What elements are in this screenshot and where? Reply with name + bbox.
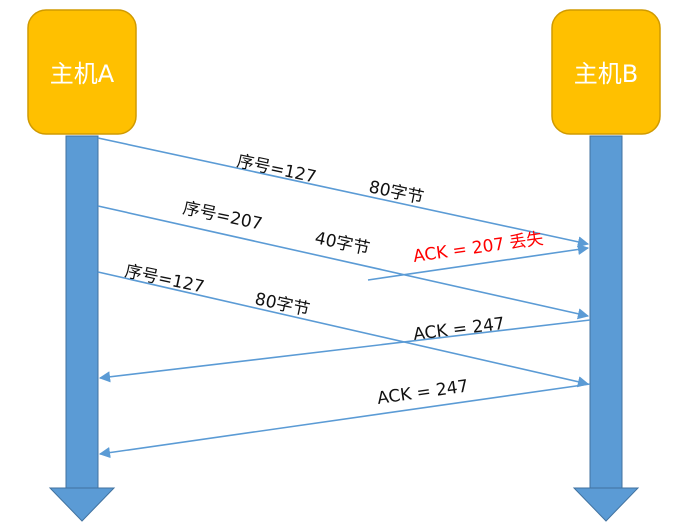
host-b-label: 主机B <box>574 60 638 88</box>
host-a-timeline <box>48 135 116 522</box>
host-b: 主机B <box>551 9 661 135</box>
segment-2-size-label: 40字节 <box>313 228 372 259</box>
segment-3-seq-label: 序号=127 <box>123 261 206 297</box>
ack-3: ACK = 247 <box>98 376 591 459</box>
host-a-timeline-shaft <box>65 135 99 489</box>
host-b-box <box>551 9 661 135</box>
host-a-timeline-arrowhead <box>48 487 116 522</box>
ack-1-arrow-lost <box>367 243 590 281</box>
ack-2-arrow <box>98 319 591 383</box>
segment-1-arrow <box>97 137 590 248</box>
segment-2: 序号=207 40字节 <box>97 198 590 320</box>
host-a-box <box>27 9 137 135</box>
host-b-timeline-shaft <box>589 135 623 489</box>
segment-2-seq-label: 序号=207 <box>181 198 264 234</box>
ack-3-arrow <box>98 383 591 459</box>
segment-3: 序号=127 80字节 <box>97 261 590 388</box>
host-b-timeline-arrowhead <box>572 487 640 522</box>
host-a: 主机A <box>27 9 137 135</box>
ack-1-label: ACK = 207 丢失 <box>412 229 545 267</box>
host-a-label: 主机A <box>50 60 115 88</box>
segment-1-size-label: 80字节 <box>367 177 426 208</box>
segment-3-arrow <box>97 271 590 388</box>
segment-3-size-label: 80字节 <box>253 289 312 320</box>
ack-3-label: ACK = 247 <box>376 376 470 409</box>
segment-2-arrow <box>97 205 590 320</box>
segment-1-seq-label: 序号=127 <box>235 151 318 187</box>
ack-2-label: ACK = 247 <box>412 314 506 345</box>
host-b-timeline <box>572 135 640 522</box>
segment-1: 序号=127 80字节 <box>97 137 590 248</box>
